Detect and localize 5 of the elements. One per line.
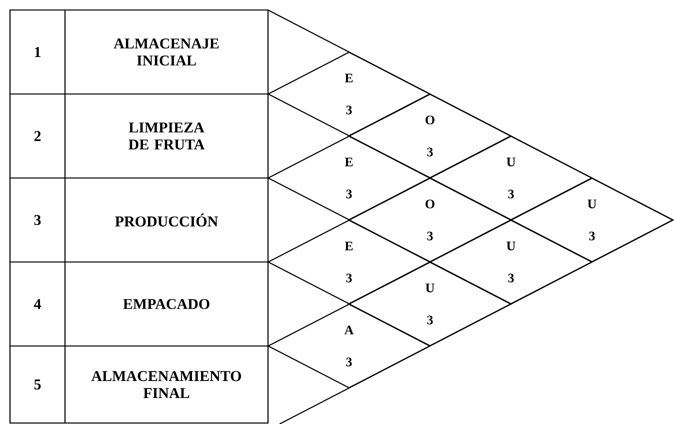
table-row: 1 ALMACENAJE INICIAL	[9, 9, 269, 95]
table-row: 4 EMPACADO	[9, 261, 269, 347]
table-row: 3 PRODUCCIÓN	[9, 177, 269, 263]
table-row: 2 LIMPIEZA DE FRUTA	[9, 93, 269, 179]
table-row: 5 ALMACENAMIENTO FINAL	[9, 345, 269, 424]
